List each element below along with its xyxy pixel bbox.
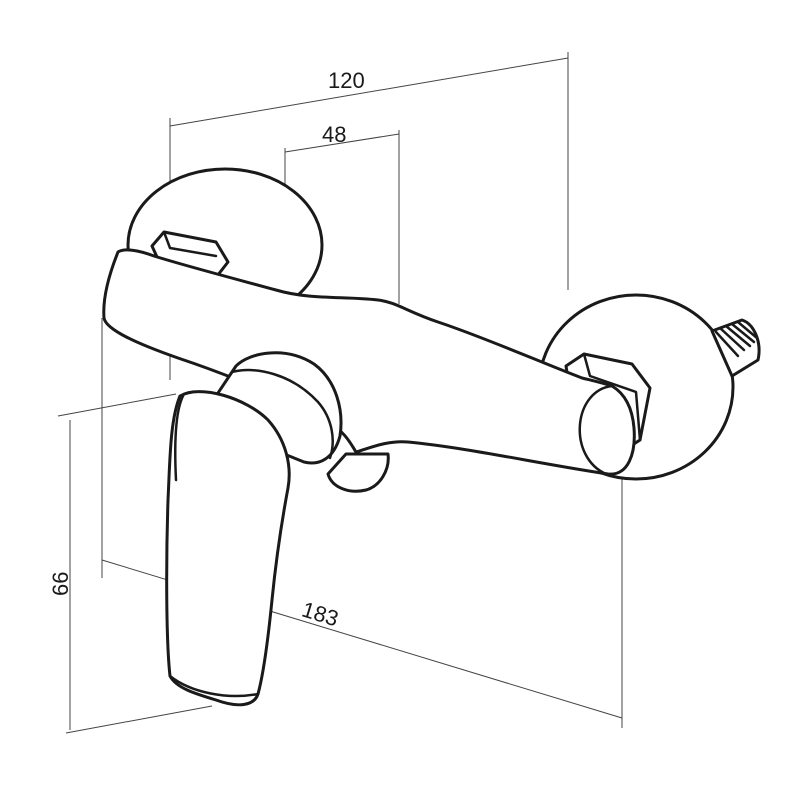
dim-48-label: 48: [322, 122, 346, 147]
faucet-part: [102, 167, 761, 707]
dim-183-label: 183: [299, 597, 341, 632]
dim-66-label: 66: [48, 572, 73, 596]
cartridge-cylinder: [198, 351, 343, 465]
lower-boss: [326, 452, 390, 493]
dim-120-label: 120: [328, 68, 365, 93]
dim-66-extension-top: [57, 393, 177, 417]
dim-66-extension-bottom: [65, 705, 213, 734]
dim-120-line: [169, 57, 569, 127]
dimension-labels: 120 48 183 66: [48, 68, 365, 631]
dimension-lines: [57, 52, 623, 734]
dim-48-line: [284, 133, 400, 153]
lever-handle: [165, 390, 291, 707]
mixer-body: [102, 248, 636, 476]
